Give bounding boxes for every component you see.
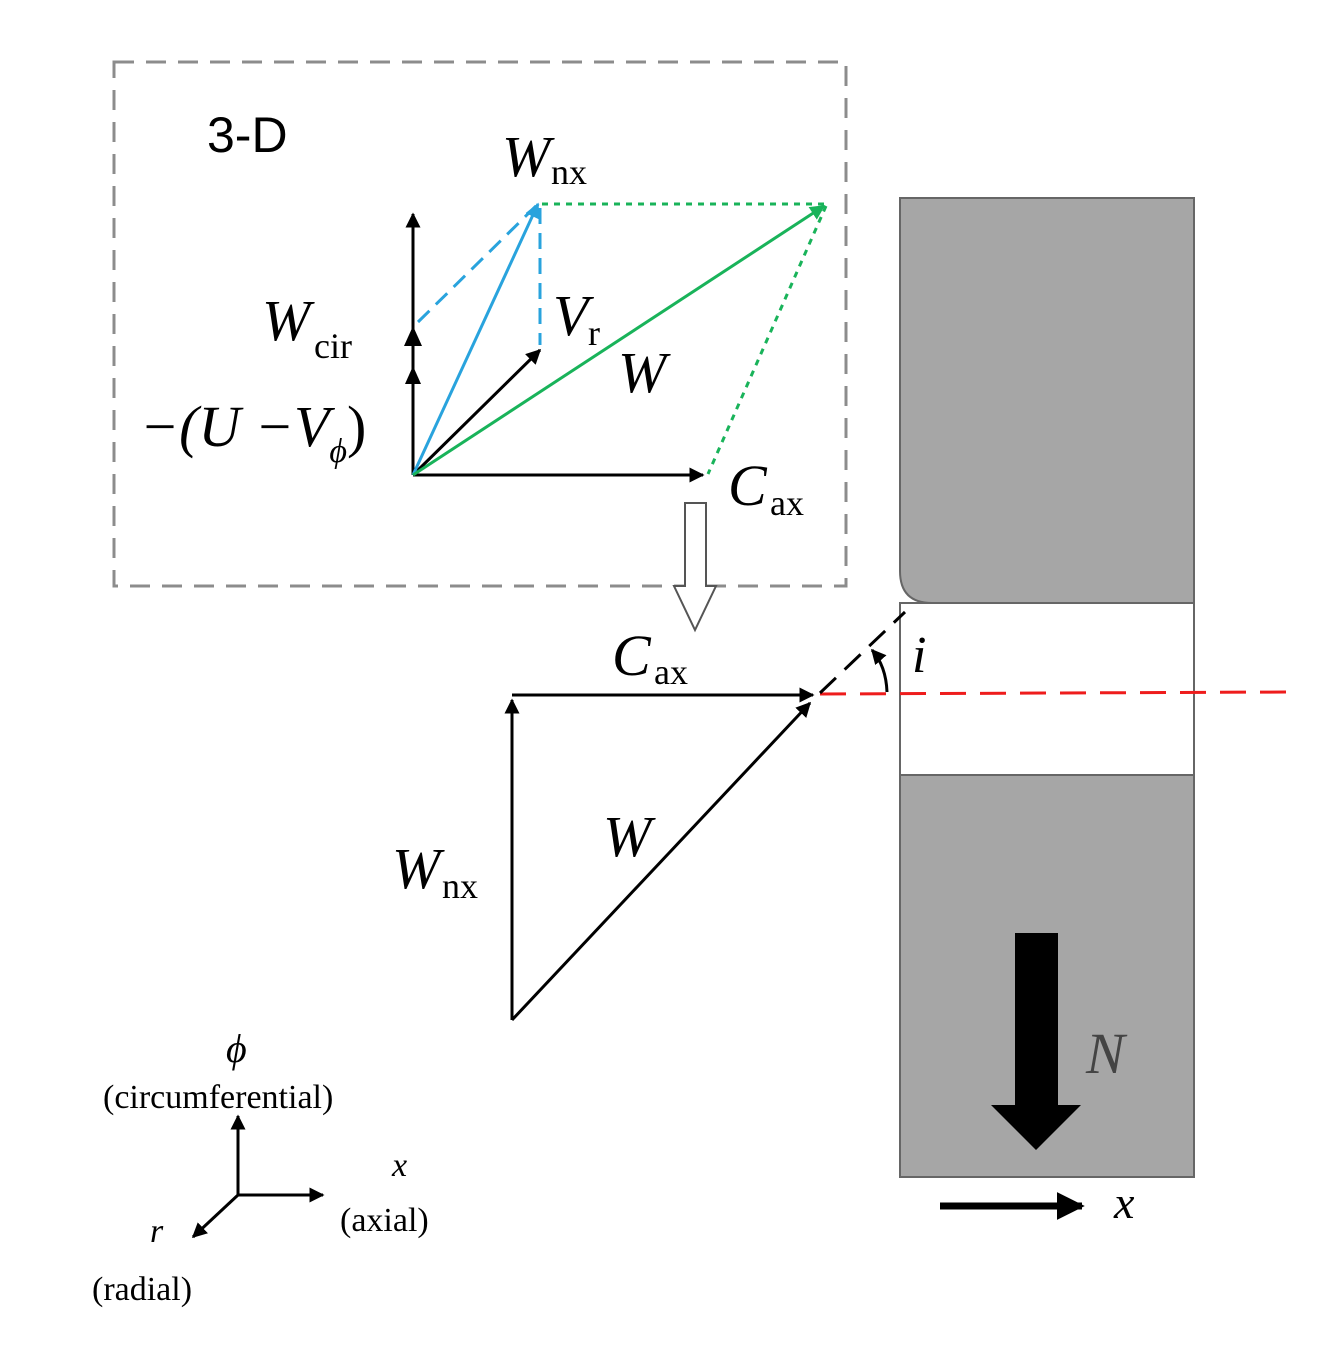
- label-cax-2d-sub: ax: [654, 652, 688, 692]
- vr-vector: [411, 348, 542, 477]
- velocity-triangle-2d: C ax W W nx: [392, 623, 815, 1022]
- label-wcir-sub: cir: [314, 326, 352, 366]
- label-wnx-2d: W: [392, 836, 445, 901]
- label-cax-3d-sub: ax: [770, 483, 804, 523]
- w-vector-3d: [412, 204, 826, 477]
- inset-3d: 3-D W nx W cir V r W C ax −(U −Vϕ): [112, 60, 848, 588]
- incidence-arc: [870, 648, 889, 693]
- label-wnx-3d: W: [502, 124, 555, 189]
- label-axial-x: x: [1113, 1177, 1135, 1228]
- coordinate-system: ϕ (circumferential) x (axial) r (radial): [92, 1026, 429, 1308]
- label-phi-name: (circumferential): [103, 1079, 333, 1116]
- inset-3d-title: 3-D: [207, 107, 288, 163]
- wnx-vector-3d: [411, 202, 540, 476]
- label-vr: V: [553, 283, 595, 348]
- w-dotted-right: [706, 205, 828, 475]
- label-w-3d: W: [618, 340, 671, 405]
- label-x-name: (axial): [340, 1202, 429, 1239]
- blade-row: N x: [899, 197, 1195, 1228]
- label-cax-3d: C: [728, 453, 768, 518]
- wcir-arrowhead: [404, 326, 422, 346]
- label-phi-symbol: ϕ: [226, 1026, 247, 1071]
- inset-3d-frame: [112, 60, 848, 588]
- label-r-symbol: r: [150, 1213, 164, 1250]
- label-w-2d: W: [603, 804, 656, 869]
- blade-inlet-direction-line: [818, 610, 907, 695]
- w-vector-2d: [510, 701, 812, 1022]
- label-u-minus-vphi: −(U −Vϕ): [140, 394, 366, 470]
- blade-passage: [899, 602, 1195, 776]
- label-wnx-3d-sub: nx: [551, 152, 587, 192]
- label-wcir: W: [262, 288, 315, 353]
- label-rotation-n: N: [1085, 1021, 1128, 1086]
- label-vr-sub: r: [588, 313, 600, 353]
- label-wnx-2d-sub: nx: [442, 866, 478, 906]
- u-vphi-arrowhead: [405, 366, 421, 384]
- label-cax-2d: C: [612, 623, 652, 688]
- label-x-symbol: x: [391, 1147, 407, 1184]
- rotation-direction-arrow: [991, 933, 1081, 1150]
- label-r-name: (radial): [92, 1271, 192, 1308]
- r-axis-arrow: [191, 1193, 240, 1239]
- transfer-arrow: [672, 502, 718, 633]
- wnx-dashed-construction-left: [416, 204, 538, 324]
- incidence-angle: i: [818, 610, 1291, 696]
- blade-upper: [899, 197, 1195, 604]
- label-incidence: i: [912, 627, 926, 684]
